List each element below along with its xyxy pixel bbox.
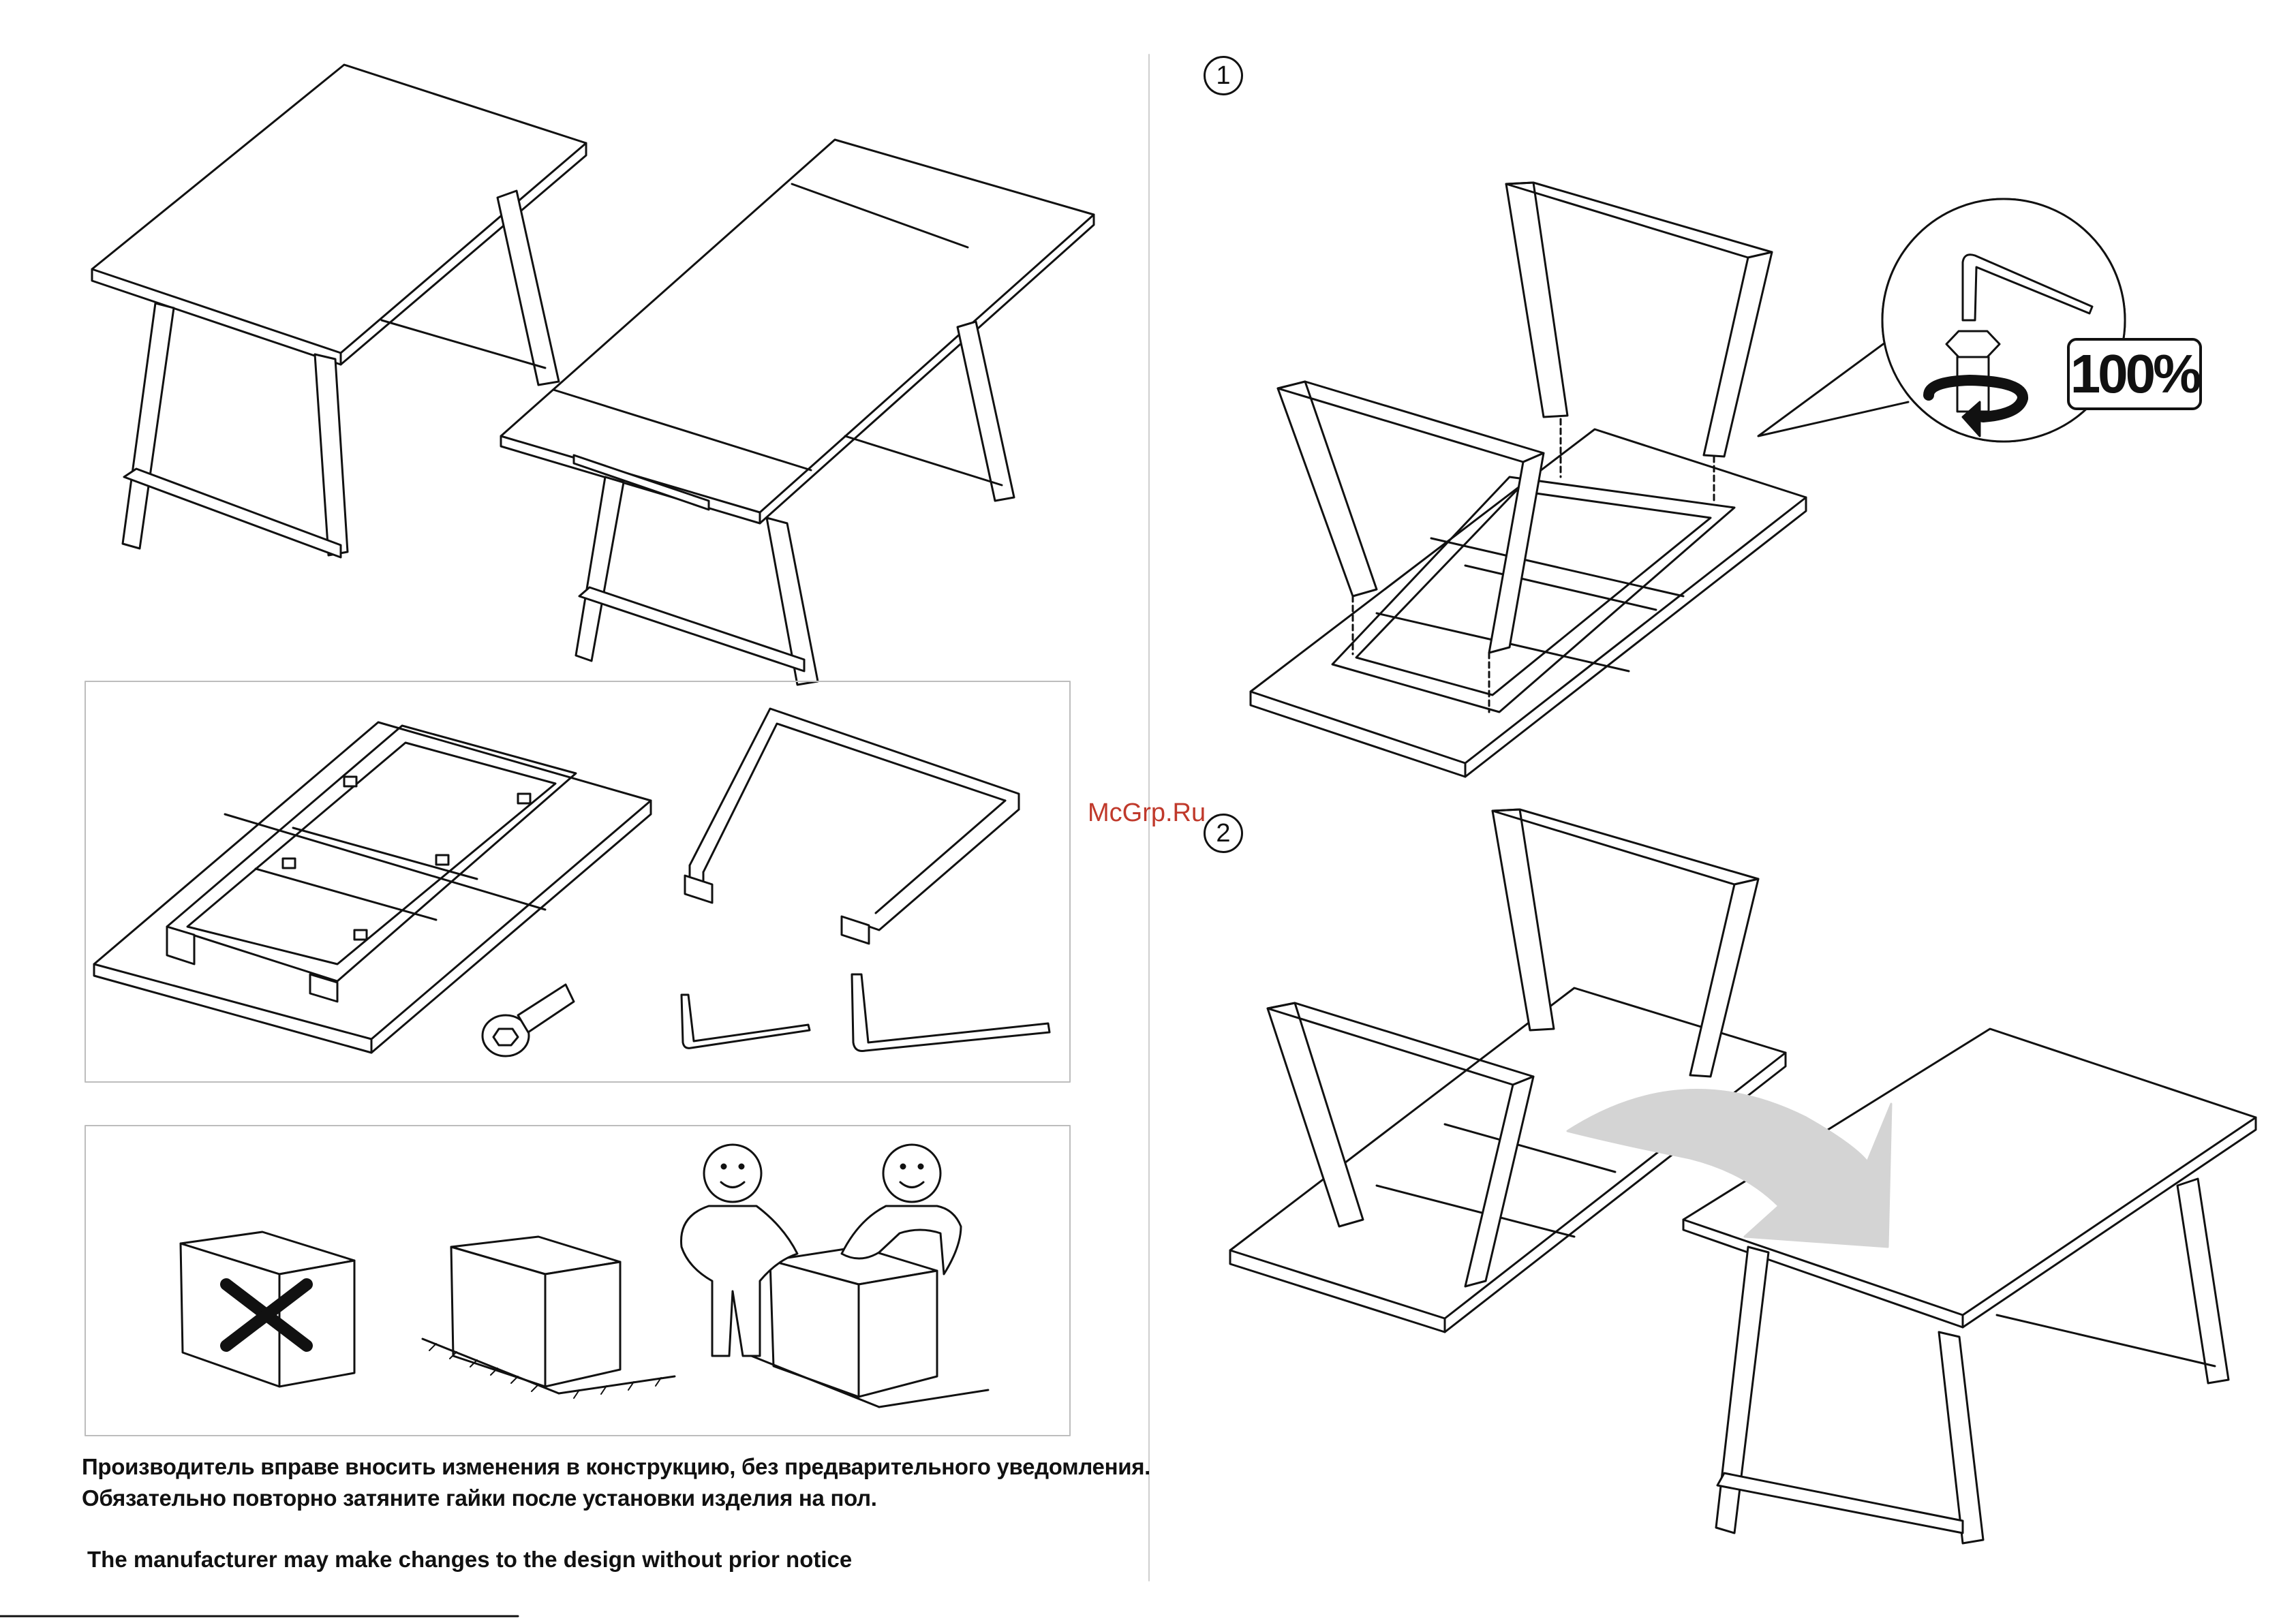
step-number-1: 1 <box>1204 56 1243 95</box>
notice-en-line1: The manufacturer may make changes to the… <box>87 1547 852 1573</box>
bolt-icon <box>483 985 574 1056</box>
correct-box-illustration <box>423 1237 675 1398</box>
allen-key-icon <box>682 995 810 1048</box>
smiley-person-icon <box>842 1145 961 1274</box>
notice-ru-line1: Производитель вправе вносить изменения в… <box>82 1454 1150 1480</box>
watermark-text: McGrp.Ru <box>1088 799 1206 828</box>
table-extended-illustration <box>501 140 1094 685</box>
torque-percent-badge: 100% <box>2067 338 2202 410</box>
wrong-box-illustration <box>181 1232 354 1387</box>
step-number-2: 2 <box>1204 814 1243 853</box>
step1-assembly-illustration <box>1251 183 1806 777</box>
table-folded-illustration <box>92 65 586 557</box>
allen-key-icon <box>852 974 1050 1051</box>
leg-frame-part-illustration <box>685 709 1019 944</box>
notice-ru-line2: Обязательно повторно затяните гайки посл… <box>82 1485 877 1511</box>
two-people-carrying-illustration <box>682 1145 989 1407</box>
step2-assembly-illustration <box>1230 809 2256 1543</box>
